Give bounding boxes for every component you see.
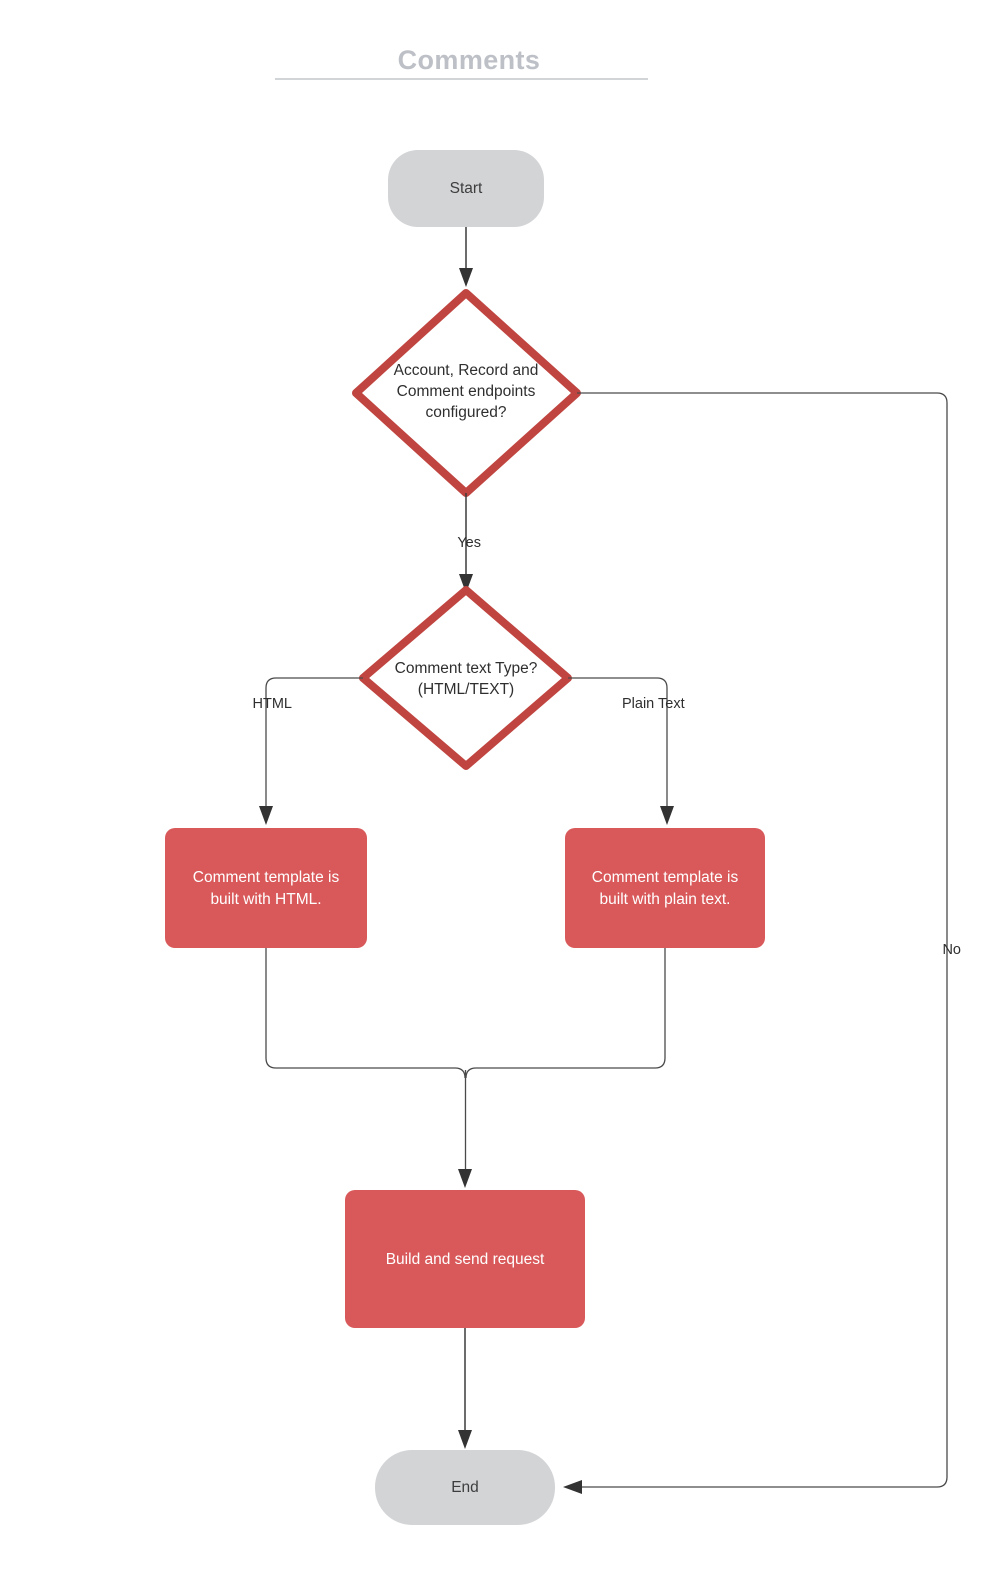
decision-texttype-line1: Comment text Type?	[395, 660, 538, 677]
edge-decision2-html: HTML	[253, 677, 363, 825]
arrow-head-icon	[458, 1169, 472, 1188]
decision-endpoints-line1: Account, Record and	[394, 362, 539, 379]
node-decision-texttype[interactable]: Comment text Type? (HTML/TEXT)	[359, 586, 572, 770]
edge-decision2-plaintext: Plain Text	[568, 677, 685, 825]
edge-decision1-yes: Yes	[457, 493, 481, 593]
edge-label-no: No	[942, 942, 961, 958]
decision-endpoints-line3: configured?	[425, 404, 506, 421]
node-process-plain[interactable]: Comment template is built with plain tex…	[565, 828, 765, 948]
edge-label-yes: Yes	[457, 535, 481, 551]
process-plain-line2: built with plain text.	[600, 891, 731, 908]
process-build-label: Build and send request	[386, 1251, 545, 1268]
edge-label-plain-text: Plain Text	[622, 696, 685, 712]
page-title: Comments	[398, 45, 541, 75]
process-html-shape	[165, 828, 367, 948]
decision-texttype-line2: (HTML/TEXT)	[418, 681, 514, 698]
decision-endpoints-line2: Comment endpoints	[397, 383, 536, 400]
node-end[interactable]: End	[375, 1450, 555, 1525]
arrow-head-icon	[458, 1430, 472, 1449]
node-process-build[interactable]: Build and send request	[345, 1190, 585, 1328]
node-decision-endpoints[interactable]: Account, Record and Comment endpoints co…	[352, 289, 581, 497]
process-plain-shape	[565, 828, 765, 948]
arrow-head-icon	[459, 268, 473, 287]
arrow-head-icon	[259, 806, 273, 825]
arrow-head-icon	[563, 1480, 582, 1494]
start-shape	[388, 150, 544, 227]
edge-merge-to-build	[265, 948, 666, 1188]
start-label: Start	[450, 180, 483, 197]
process-build-shape	[345, 1190, 585, 1328]
process-html-line2: built with HTML.	[210, 891, 321, 908]
edge-decision1-no: No	[563, 392, 961, 1494]
end-shape	[375, 1450, 555, 1525]
edge-build-to-end	[458, 1328, 472, 1449]
edge-label-html: HTML	[253, 696, 292, 712]
end-label: End	[451, 1479, 479, 1496]
process-plain-line1: Comment template is	[592, 869, 739, 886]
edge-start-to-decision1	[459, 227, 473, 287]
arrow-head-icon	[660, 806, 674, 825]
node-start[interactable]: Start	[388, 150, 544, 227]
node-process-html[interactable]: Comment template is built with HTML.	[165, 828, 367, 948]
decision-texttype-shape	[359, 586, 572, 770]
process-html-line1: Comment template is	[193, 869, 340, 886]
arrow-head-icon	[459, 574, 473, 593]
